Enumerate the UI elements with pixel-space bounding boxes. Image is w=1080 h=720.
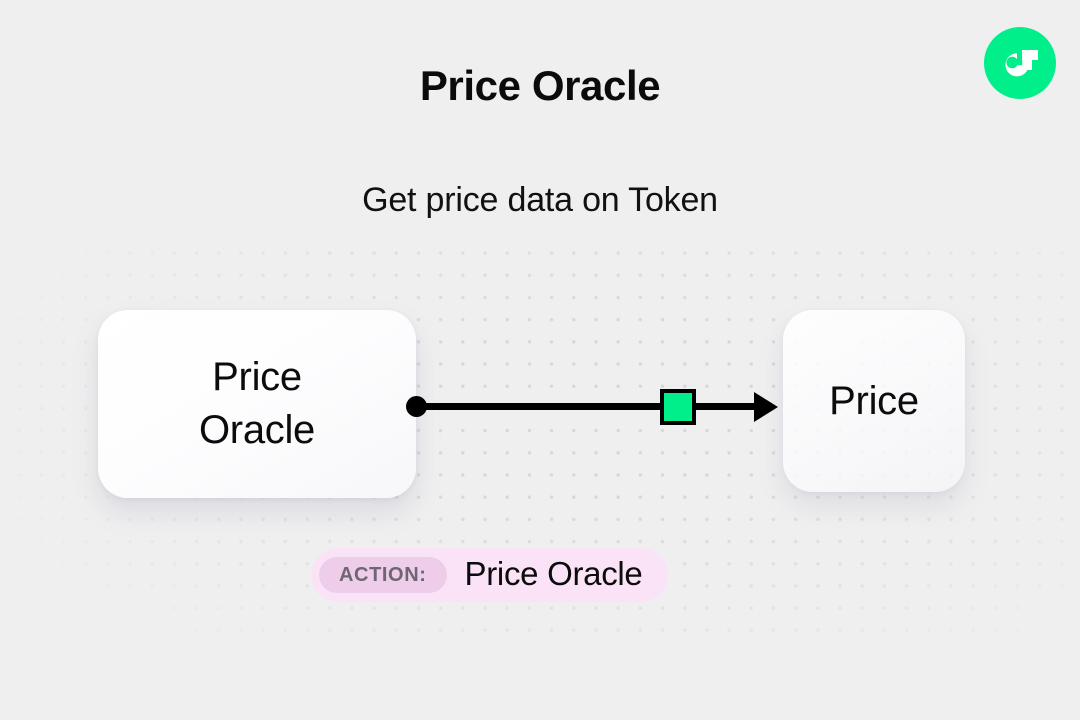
node-price[interactable]: Price bbox=[783, 310, 965, 492]
action-badge-value: Price Oracle bbox=[464, 555, 643, 592]
node-target-label: Price bbox=[829, 378, 919, 423]
arrow-right-icon bbox=[754, 392, 778, 422]
action-badge-tag: ACTION: bbox=[319, 557, 447, 593]
action-badge: ACTION: Price Oracle bbox=[311, 548, 669, 602]
page-subtitle: Get price data on Token bbox=[362, 181, 718, 219]
node-price-oracle[interactable]: Price Oracle bbox=[98, 310, 416, 498]
node-source-label: Price Oracle bbox=[198, 354, 315, 452]
green-square-node-icon[interactable] bbox=[660, 389, 696, 425]
flow-logo-icon bbox=[984, 27, 1056, 99]
edge-line bbox=[416, 403, 768, 410]
page-title: Price Oracle bbox=[419, 62, 661, 109]
